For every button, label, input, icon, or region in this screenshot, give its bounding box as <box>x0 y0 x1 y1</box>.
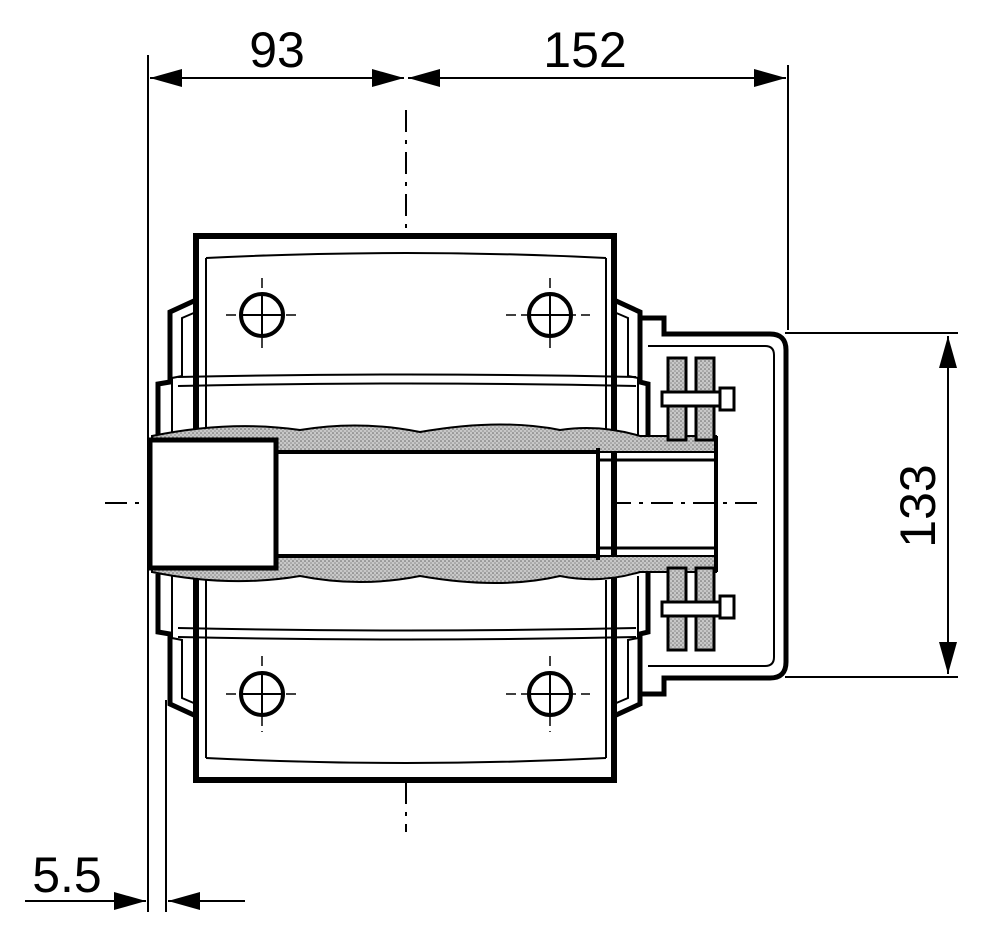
arrow-head <box>939 642 957 674</box>
left-flange <box>155 297 198 719</box>
dimension-93-label: 93 <box>249 22 305 78</box>
arrow-head <box>939 336 957 368</box>
mounting-hole-bottom-left <box>226 656 300 732</box>
mounting-holes <box>226 278 590 732</box>
housing-inner-top <box>205 252 607 259</box>
right-flange <box>612 297 651 719</box>
arrow-head <box>150 69 182 87</box>
clamp-bolt <box>660 600 722 618</box>
mounting-hole-top-left <box>226 278 300 352</box>
arrow-head <box>168 892 200 910</box>
hollow-shaft <box>147 423 718 584</box>
dimension-5.5-label: 5.5 <box>32 847 102 903</box>
dimension-right-height: 133 <box>890 336 957 674</box>
clamp-ring-top <box>660 356 736 442</box>
clamp-ring-bottom <box>660 566 736 652</box>
dimension-133-label: 133 <box>890 464 946 547</box>
shaft-section-bottom <box>151 555 717 584</box>
dimension-bottom-flange: 5.5 <box>25 847 245 910</box>
shaft-left-bore <box>147 437 279 571</box>
dimension-top-left: 93 <box>150 22 404 87</box>
mounting-hole-top-right <box>506 278 590 352</box>
end-cover <box>642 315 789 697</box>
clamp-bolt <box>660 390 722 408</box>
arrow-head <box>372 69 404 87</box>
bolt-head <box>718 386 736 412</box>
dimension-152-label: 152 <box>543 22 626 78</box>
shaft-section-top <box>151 423 717 453</box>
arrow-head <box>114 892 146 910</box>
housing-inner-bottom <box>205 757 607 764</box>
arrow-head <box>754 69 786 87</box>
mounting-hole-bottom-right <box>506 656 590 732</box>
bolt-head <box>718 594 736 620</box>
arrow-head <box>408 69 440 87</box>
dimension-top-right: 152 <box>408 22 786 87</box>
